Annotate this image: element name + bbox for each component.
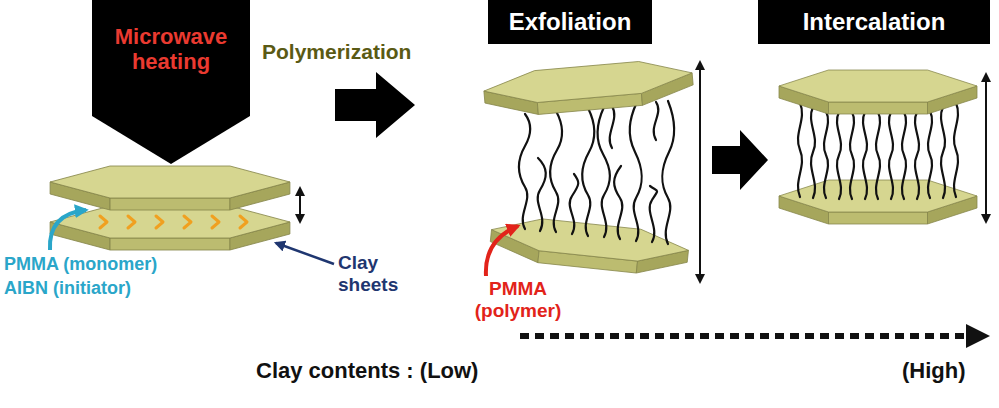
part-label: Clay sheets [338,252,410,296]
reagent-label: PMMA (monomer) [4,254,157,275]
polymer-label: PMMA (polymer) [468,278,568,322]
polymer-chain [650,186,657,242]
axis-label: Clay contents : (Low) [256,358,478,383]
node-text: Exfoliation [509,8,632,36]
polymer-chain [837,112,841,199]
monomer-flow-chevrons [240,216,247,228]
intercalated-clay [779,70,977,114]
polymer-arrow [486,226,518,276]
axis-label: (High) [902,358,966,383]
content-axis-head [966,324,990,348]
polymer-chain [630,104,642,241]
polymer-chain [582,108,594,236]
stage-header: Intercalation [758,0,990,44]
gap-dimension-arrow [299,188,301,222]
process-arrow [712,130,768,190]
monomer-flow-chevrons [184,216,191,228]
process-arrow [335,72,415,138]
intercalated-clay [779,70,977,224]
stage-header: Exfoliation [488,0,652,44]
polymer-chain [954,103,958,197]
monomer-flow-chevrons [128,216,135,228]
clay-sheet-stack [50,166,290,210]
monomer-arrow [50,210,86,250]
polymer-chain [519,101,674,244]
node-text: Intercalation [803,8,946,36]
exfoliated-clay [483,57,695,119]
polymer-chain [811,107,815,198]
polymer-chain [941,107,945,198]
clay-sheet-stack [50,166,290,250]
polymer-chain [798,103,958,199]
polymer-chain [662,101,674,244]
heating-arrow-shape [92,0,250,164]
exfoliated-clay [483,57,695,278]
polymer-chain [850,112,854,199]
spacing-dimension-arrow [985,74,987,222]
exfoliated-clay [489,214,691,278]
node-text: Microwave heating [100,24,242,75]
polymer-chain [550,111,562,232]
intercalated-clay [779,180,977,224]
polymer-chain [519,114,530,229]
polymer-chain [824,111,828,198]
polymer-chain [610,106,615,148]
polymer-chain [798,103,802,197]
polymer-chain [876,112,880,199]
polymer-chain [889,112,893,199]
monomer-flow-chevrons [100,216,107,228]
monomer-flow-chevrons [156,216,163,228]
spacing-dimension-arrow [699,62,701,282]
polymer-chain [928,111,932,198]
reagent-label: AIBN (initiator) [4,278,131,299]
polymer-chain [915,112,919,199]
polymer-chain [863,112,867,199]
polymer-chain [902,112,906,199]
leader-arrow [276,243,334,264]
clay-sheet-stack [50,206,290,250]
process-label: Polymerization [262,40,411,64]
polymer-chain [570,174,579,234]
polymer-chain [538,158,546,231]
polymer-chain [598,107,610,237]
monomer-flow-chevrons [212,216,219,228]
content-axis [520,333,966,339]
polymer-chain [614,166,622,239]
monomer-flow-chevrons [100,216,247,228]
heating-arrow: Microwave heating [92,0,250,164]
polymer-chain [654,102,659,140]
